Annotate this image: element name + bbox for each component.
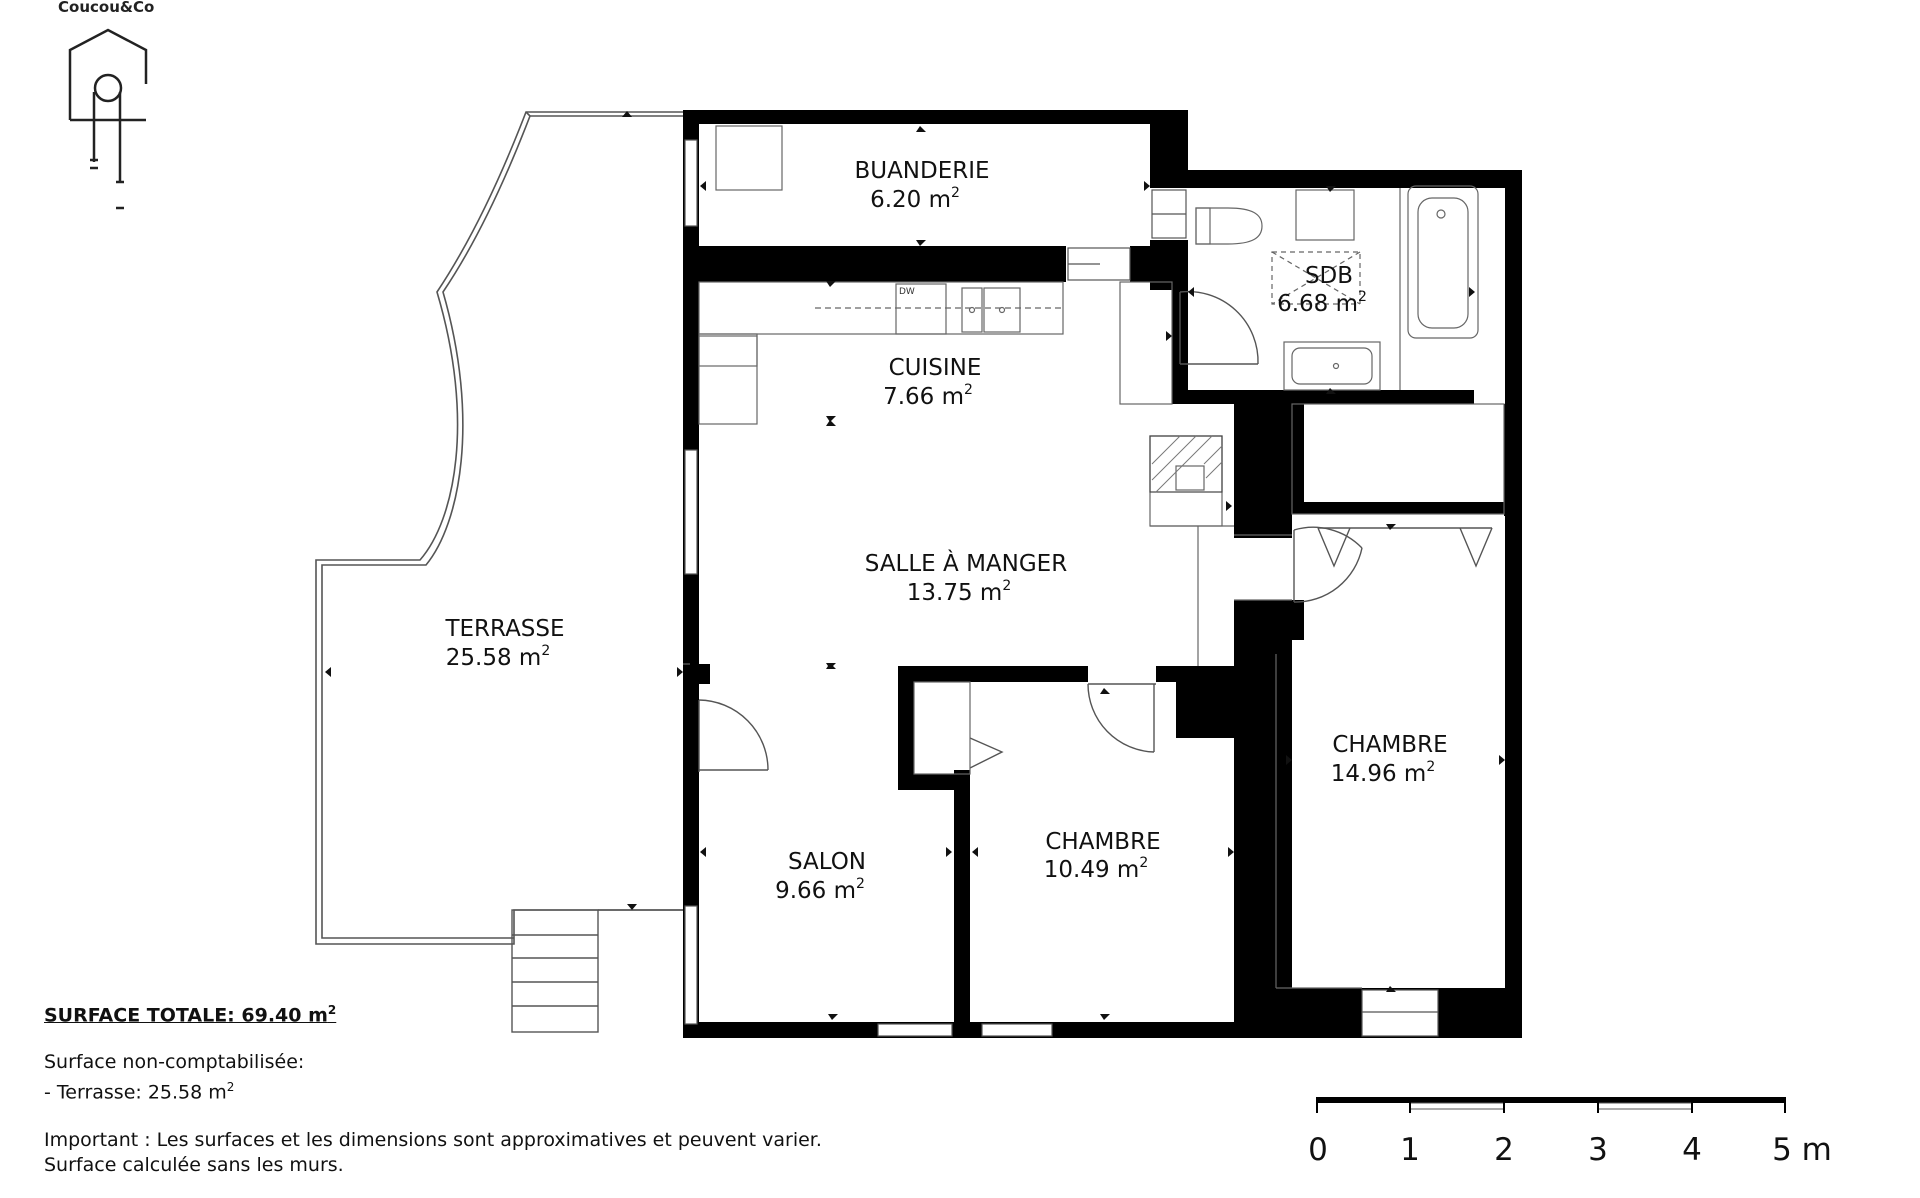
- dishwasher-label: DW: [899, 287, 915, 297]
- doors: [698, 290, 1493, 772]
- walls: [683, 110, 1522, 1038]
- scale-tick-label: 0: [1308, 1132, 1328, 1168]
- room-area: 6.20 m2: [870, 185, 960, 213]
- logo: Coucou&Co: [58, 0, 154, 210]
- scale-tick-label: 4: [1682, 1132, 1702, 1168]
- room-area: 13.75 m2: [907, 578, 1011, 606]
- room-cuisine: CUISINE 7.66 m2: [883, 355, 981, 410]
- room-area: 14.96 m2: [1331, 759, 1435, 787]
- room-buanderie: BUANDERIE 6.20 m2: [854, 158, 989, 213]
- non-counted-surface: Surface non-comptabilisée: - Terrasse: 2…: [44, 1050, 944, 1105]
- scale-bar-segment: [1409, 1102, 1505, 1110]
- room-salon: SALON 9.66 m2: [775, 849, 866, 904]
- room-name: SALLE À MANGER: [865, 549, 1067, 577]
- room-area: 10.49 m2: [1044, 855, 1148, 883]
- chimney-hatching: [1151, 435, 1223, 493]
- scale-bar: 0 1 2 3 4 5 m: [1308, 1097, 1832, 1168]
- room-name: SDB: [1305, 263, 1353, 289]
- room-name: CHAMBRE: [1332, 732, 1447, 758]
- dimension-markers: [325, 111, 1505, 1020]
- windows: [684, 139, 1439, 1037]
- room-name: CHAMBRE: [1045, 829, 1160, 855]
- total-surface: SURFACE TOTALE: 69.40 m2: [44, 1003, 337, 1027]
- scale-bar-segment: [1597, 1102, 1693, 1110]
- room-name: TERRASSE: [444, 616, 564, 642]
- non-counted-title: Surface non-comptabilisée:: [44, 1051, 305, 1074]
- room-sdb: SDB 6.68 m2: [1277, 263, 1367, 317]
- terrace-outline: [315, 111, 683, 945]
- scale-bar-line: [1316, 1097, 1786, 1103]
- scale-tick-label: 2: [1494, 1132, 1514, 1168]
- room-name: BUANDERIE: [854, 158, 989, 184]
- brand-name: Coucou&Co: [58, 0, 154, 16]
- birdhouse-key-icon: [68, 28, 148, 210]
- disclaimer-line: Surface calculée sans les murs.: [44, 1153, 344, 1176]
- room-salle-a-manger: SALLE À MANGER 13.75 m2: [865, 549, 1067, 606]
- room-chambre-1: CHAMBRE 10.49 m2: [1044, 829, 1161, 883]
- room-area: 7.66 m2: [883, 382, 973, 410]
- scale-tick-label: 1: [1400, 1132, 1420, 1168]
- room-area: 9.66 m2: [775, 876, 865, 904]
- terrace-stairs: [511, 909, 683, 1033]
- room-area: 6.68 m2: [1277, 289, 1367, 317]
- disclaimer: Important : Les surfaces et les dimensio…: [44, 1128, 944, 1178]
- surface-notes: SURFACE TOTALE: 69.40 m2 Surface non-com…: [44, 998, 944, 1178]
- scale-tick-label: 5 m: [1772, 1132, 1832, 1168]
- room-name: SALON: [788, 849, 866, 875]
- room-name: CUISINE: [889, 355, 982, 381]
- scale-tick-label: 3: [1588, 1132, 1608, 1168]
- room-area: 25.58 m2: [446, 643, 550, 671]
- room-terrasse: TERRASSE 25.58 m2: [444, 616, 564, 671]
- non-counted-item: - Terrasse: 25.58 m2: [44, 1080, 235, 1104]
- disclaimer-line: Important : Les surfaces et les dimensio…: [44, 1128, 822, 1151]
- room-chambre-2: CHAMBRE 14.96 m2: [1331, 732, 1448, 787]
